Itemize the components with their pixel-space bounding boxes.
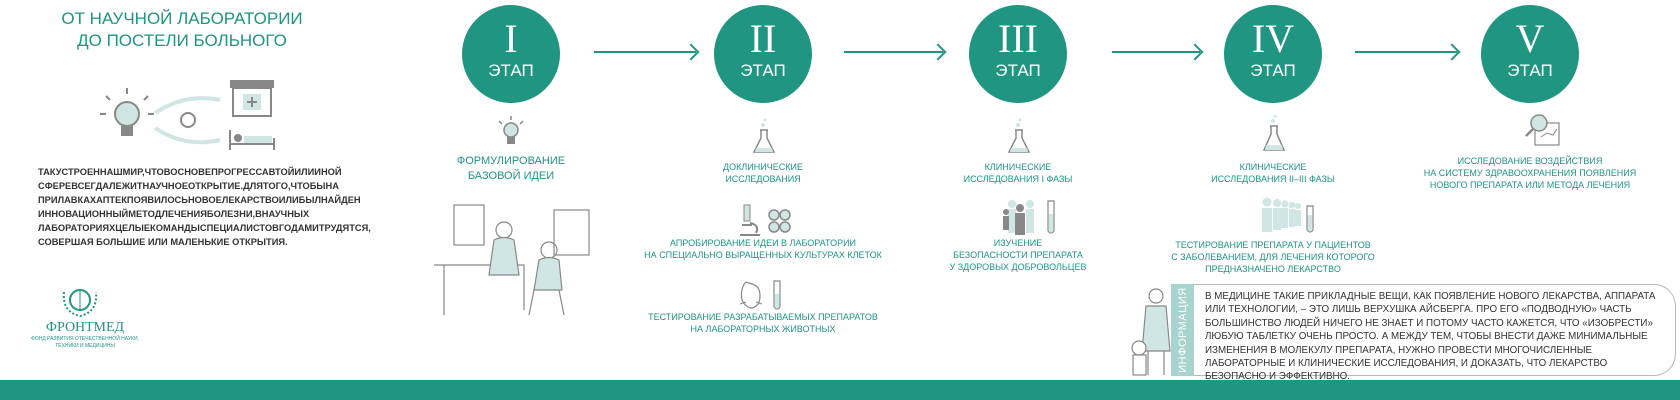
intro-line: ТАКУСТРОЕННАШМИР,ЧТОВОСНОВЕПРОГРЕССАВТОЙ… <box>38 167 342 177</box>
stage-2-lab-caption: АПРОБИРОВАНИЕ ИДЕИ В ЛАБОРАТОРИИ НА СПЕЦИ… <box>618 237 908 261</box>
caption-line: ИССЛЕДОВАНИЯ I ФАЗЫ <box>963 174 1073 184</box>
info-text: В МЕДИЦИНЕ ТАКИЕ ПРИКЛАДНЫЕ ВЕЩИ, КАК ПО… <box>1205 291 1656 383</box>
magnifier-chart-icon <box>1525 114 1560 146</box>
stage-4-patients-caption: ТЕСТИРОВАНИЕ ПРЕПАРАТА У ПАЦИЕНТОВ С ЗАБО… <box>1128 239 1418 275</box>
logo-name: ФРОНТМЕД <box>45 320 125 335</box>
caption-line: ИССЛЕДОВАНИЯ <box>725 174 801 184</box>
page-title: ОТ НАУЧНОЙ ЛАБОРАТОРИИ ДО ПОСТЕЛИ БОЛЬНО… <box>32 8 332 52</box>
doctor-consultation-illustration <box>434 204 590 316</box>
volunteers-group-icon <box>1003 200 1034 235</box>
caption-line: ПРЕДНАЗНАЧЕНО ЛЕКАРСТВО <box>1205 264 1341 274</box>
caption-line: ИССЛЕДОВАНИЯ II–III ФАЗЫ <box>1211 174 1335 184</box>
arrow-right-icon <box>594 51 696 53</box>
intro-line: СОВЕРШАЯ БОЛЬШИЕ ИЛИ МАЛЕНЬКИЕ ОТКРЫТИЯ. <box>38 237 288 247</box>
intro-line: ИННОВАЦИОННЫЙМЕТОДЛЕЧЕНИЯБОЛЕЗНИ,ВНАУЧНЫ… <box>38 209 310 219</box>
caption-line: НА СИСТЕМУ ЗДРАВООХРАНЕНИЯ ПОЯВЛЕНИЯ <box>1423 168 1637 178</box>
frontmed-logo-icon <box>62 289 98 318</box>
title-line: ОТ НАУЧНОЙ ЛАБОРАТОРИИ <box>61 9 303 28</box>
stage-number: I <box>504 16 518 61</box>
flow-arrows-icon <box>153 96 221 145</box>
stage-1-caption: ФОРМУЛИРОВАНИЕ БАЗОВОЙ ИДЕИ <box>381 154 641 184</box>
caption-line: ИССЛЕДОВАНИЕ ВОЗДЕЙСТВИЯ <box>1457 156 1603 166</box>
stage-5-caption: ИССЛЕДОВАНИЕ ВОЗДЕЙСТВИЯ НА СИСТЕМУ ЗДРАВ… <box>1380 155 1680 191</box>
flask-icon <box>1007 118 1031 153</box>
caption-line: КЛИНИЧЕСКИЕ <box>1239 162 1307 172</box>
lab-mouse-icon <box>739 281 763 309</box>
caption-line: НА ЛАБОРАТОРНЫХ ЖИВОТНЫХ <box>690 324 836 334</box>
stage-number: III <box>998 16 1038 61</box>
caption-line: ТЕСТИРОВАНИЕ ПРЕПАРАТА У ПАЦИЕНТОВ <box>1175 240 1371 250</box>
stage-2-animal-caption: ТЕСТИРОВАНИЕ РАЗРАБАТЫВАЕМЫХ ПРЕПАРАТОВ Н… <box>618 311 908 335</box>
logo-subtitle: ФОНД РАЗВИТИЯ ОТЕЧЕСТВЕННОЙ НАУКИ, ТЕХНИ… <box>10 336 160 350</box>
caption-line: С ЗАБОЛЕВАНИЕМ, ДЛЯ ЛЕЧЕНИЯ КОТОРОГО <box>1171 252 1375 262</box>
test-tube-icon <box>773 280 781 310</box>
caption-line: НА СПЕЦИАЛЬНО ВЫРАЩЕННЫХ КУЛЬТУРАХ КЛЕТО… <box>644 250 882 260</box>
stage-3-caption: КЛИНИЧЕСКИЕ ИССЛЕДОВАНИЯ I ФАЗЫ <box>888 161 1148 185</box>
title-line: ДО ПОСТЕЛИ БОЛЬНОГО <box>77 31 287 50</box>
info-box <box>1178 284 1676 376</box>
stage-number: V <box>1515 16 1545 61</box>
stage-number: II <box>749 16 777 61</box>
footer-band <box>0 380 1680 400</box>
info-label: ИНФОРМАЦИЯ <box>1176 287 1189 373</box>
info-label-strip: ИНФОРМАЦИЯ <box>1171 284 1194 376</box>
test-tube-icon <box>1306 205 1314 233</box>
caption-line: ИЗУЧЕНИЕ <box>993 238 1043 248</box>
arrow-right-icon <box>1112 51 1200 53</box>
caption-line: КЛИНИЧЕСКИЕ <box>984 162 1052 172</box>
microscope-icon <box>740 204 760 236</box>
stage-label: ЭТАП <box>995 61 1041 80</box>
stage-label: ЭТАП <box>740 61 786 80</box>
arrow-right-icon <box>844 51 943 53</box>
pharmacy-icon <box>230 80 274 117</box>
logo-sub-line: ТЕХНИКИ И МЕДИЦИНЫ <box>55 343 115 349</box>
logo-sub-line: ФОНД РАЗВИТИЯ ОТЕЧЕСТВЕННОЙ НАУКИ, <box>31 336 139 342</box>
caption-line: БАЗОВОЙ ИДЕИ <box>467 170 555 182</box>
intro-line: ПРИЛАВКАХАПТЕКПОЯВИЛОСЬНОВОЕЛЕКАРСТВОИЛИ… <box>38 195 361 205</box>
patients-queue-icon <box>1262 197 1301 232</box>
caption-line: У ЗДОРОВЫХ ДОБРОВОЛЬЦЕВ <box>949 262 1087 272</box>
intro-line: СФЕРЕВСЕГДАЛЕЖИТНАУЧНОЕОТКРЫТИЕ.ДЛЯТОГО,… <box>38 181 339 191</box>
caption-line: ДОКЛИНИЧЕСКИЕ <box>723 162 803 172</box>
caption-line: ТЕСТИРОВАНИЕ РАЗРАБАТЫВАЕМЫХ ПРЕПАРАТОВ <box>648 312 878 322</box>
caption-line: АПРОБИРОВАНИЕ ИДЕИ В ЛАБОРАТОРИИ <box>669 238 857 248</box>
caption-line: ФОРМУЛИРОВАНИЕ <box>456 155 566 167</box>
stage-3-volunteers-caption: ИЗУЧЕНИЕ БЕЗОПАСНОСТИ ПРЕПАРАТА У ЗДОРОВЫХ… <box>888 237 1148 273</box>
intro-text: ТАКУСТРОЕННАШМИР,ЧТОВОСНОВЕПРОГРЕССАВТОЙ… <box>38 165 371 249</box>
lightbulb-icon <box>498 116 524 144</box>
flask-icon <box>752 118 776 153</box>
stage-4-caption: КЛИНИЧЕСКИЕ ИССЛЕДОВАНИЯ II–III ФАЗЫ <box>1143 161 1403 185</box>
stage-label: ЭТАП <box>488 61 534 80</box>
arrow-right-icon <box>1355 51 1457 53</box>
caption-line: НОВОГО ПРЕПАРАТА ИЛИ МЕТОДА ЛЕЧЕНИЯ <box>1429 180 1631 190</box>
intro-line: ЛАБОРАТОРИЯХЦЕЛЫЕКОМАНДЫСПЕЦИАЛИСТОВГОДА… <box>38 223 371 233</box>
molecule-icon <box>768 209 791 233</box>
lightbulb-icon <box>100 88 154 136</box>
test-tube-icon <box>1047 200 1055 234</box>
caption-line: БЕЗОПАСНОСТИ ПРЕПАРАТА <box>953 250 1083 260</box>
stage-number: IV <box>1251 16 1295 61</box>
flask-icon <box>1262 114 1286 151</box>
stage-label: ЭТАП <box>1507 61 1553 80</box>
stage-2-caption: ДОКЛИНИЧЕСКИЕ ИССЛЕДОВАНИЯ <box>633 161 893 185</box>
stage-label: ЭТАП <box>1250 61 1296 80</box>
hospital-bed-icon <box>229 130 275 150</box>
doctor-figure-illustration <box>1131 288 1171 376</box>
